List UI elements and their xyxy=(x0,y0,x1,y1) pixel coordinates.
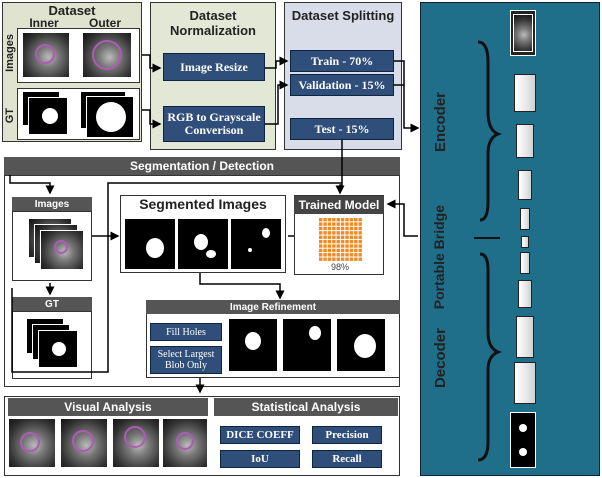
normalization-title: Dataset Normalization xyxy=(170,8,256,38)
refined-image-3-blob xyxy=(354,334,376,358)
refined-image-1-blob xyxy=(245,332,261,350)
dice-coeff-box: DICE COEFF xyxy=(220,426,300,444)
refined-image-2-blob xyxy=(309,326,321,340)
dataset-gt-label: GT xyxy=(4,108,16,124)
trained-model-title: Trained Model xyxy=(294,196,384,214)
segmented-images-title: Segmented Images xyxy=(139,196,267,212)
decoder-layer-2 xyxy=(516,316,534,358)
encoder-layer-2 xyxy=(516,124,534,158)
dataset-images-label: Images xyxy=(4,34,16,72)
segmented-image-3-blob xyxy=(262,228,270,238)
precision-box: Precision xyxy=(312,426,382,444)
decoder-label: Decoder xyxy=(432,328,449,389)
dataset-inner-contour xyxy=(35,44,55,64)
segmentation-header: Segmentation / Detection xyxy=(4,157,400,175)
decoder-layer-4 xyxy=(520,252,530,274)
visual-analysis-contour-4 xyxy=(176,432,194,450)
network-input-mri xyxy=(513,14,533,52)
dataset-gt-inner-blob xyxy=(42,108,58,124)
decoder-layer-3 xyxy=(518,280,532,308)
seg-gt-header: GT xyxy=(12,297,92,311)
validation-split-box: Validation - 15% xyxy=(290,74,394,96)
encoder-layer-3 xyxy=(518,170,532,200)
seg-gt-blob xyxy=(52,342,66,356)
dataset-inner-label: Inner xyxy=(29,16,59,30)
iou-box: IoU xyxy=(220,450,300,468)
seg-images-header: Images xyxy=(12,197,92,211)
encoder-layer-4 xyxy=(520,208,530,230)
visual-analysis-title: Visual Analysis xyxy=(8,398,208,416)
network-panel xyxy=(420,2,600,476)
network-output-blob-2 xyxy=(519,448,527,456)
network-output-mask xyxy=(510,412,536,468)
segmented-image-3-blob-b xyxy=(248,248,252,252)
train-split-box: Train - 70% xyxy=(290,50,394,72)
dataset-outer-contour xyxy=(92,40,122,70)
dataset-outer-label: Outer xyxy=(88,16,121,30)
segmented-image-2-blob xyxy=(194,234,208,250)
statistical-analysis-title: Statistical Analysis xyxy=(214,398,398,416)
trained-model-grid xyxy=(318,217,362,261)
trained-model-accuracy: 98% xyxy=(330,262,349,272)
refined-image-2 xyxy=(282,318,332,372)
network-output-blob-1 xyxy=(519,424,527,432)
visual-analysis-contour-2 xyxy=(72,430,94,452)
seg-image-contour xyxy=(54,240,68,254)
fill-holes-box: Fill Holes xyxy=(150,323,222,341)
test-split-box: Test - 15% xyxy=(290,118,394,140)
segmented-image-1-blob xyxy=(146,238,164,258)
dataset-title: Dataset xyxy=(48,3,96,18)
bridge-label: Portable Bridge xyxy=(431,205,447,310)
encoder-label: Encoder xyxy=(432,92,449,153)
segmented-image-3 xyxy=(230,218,282,270)
image-refinement-title: Image Refinement xyxy=(146,300,400,314)
encoder-layer-1 xyxy=(514,74,536,112)
splitting-title: Dataset Splitting xyxy=(291,8,395,23)
segmented-image-2-blob-b xyxy=(206,250,216,258)
select-largest-blob-box: Select Largest Blob Only xyxy=(150,346,222,374)
visual-analysis-contour-1 xyxy=(20,432,40,452)
recall-box: Recall xyxy=(312,450,382,468)
bridge-layer xyxy=(521,236,529,248)
network-braces xyxy=(474,40,503,462)
dataset-gt-outer-blob xyxy=(96,102,126,132)
image-resize-box: Image Resize xyxy=(163,53,265,81)
visual-analysis-contour-3 xyxy=(124,426,146,448)
rgb-to-grayscale-box: RGB to Grayscale Converison xyxy=(163,106,265,142)
decoder-layer-1 xyxy=(514,362,536,404)
